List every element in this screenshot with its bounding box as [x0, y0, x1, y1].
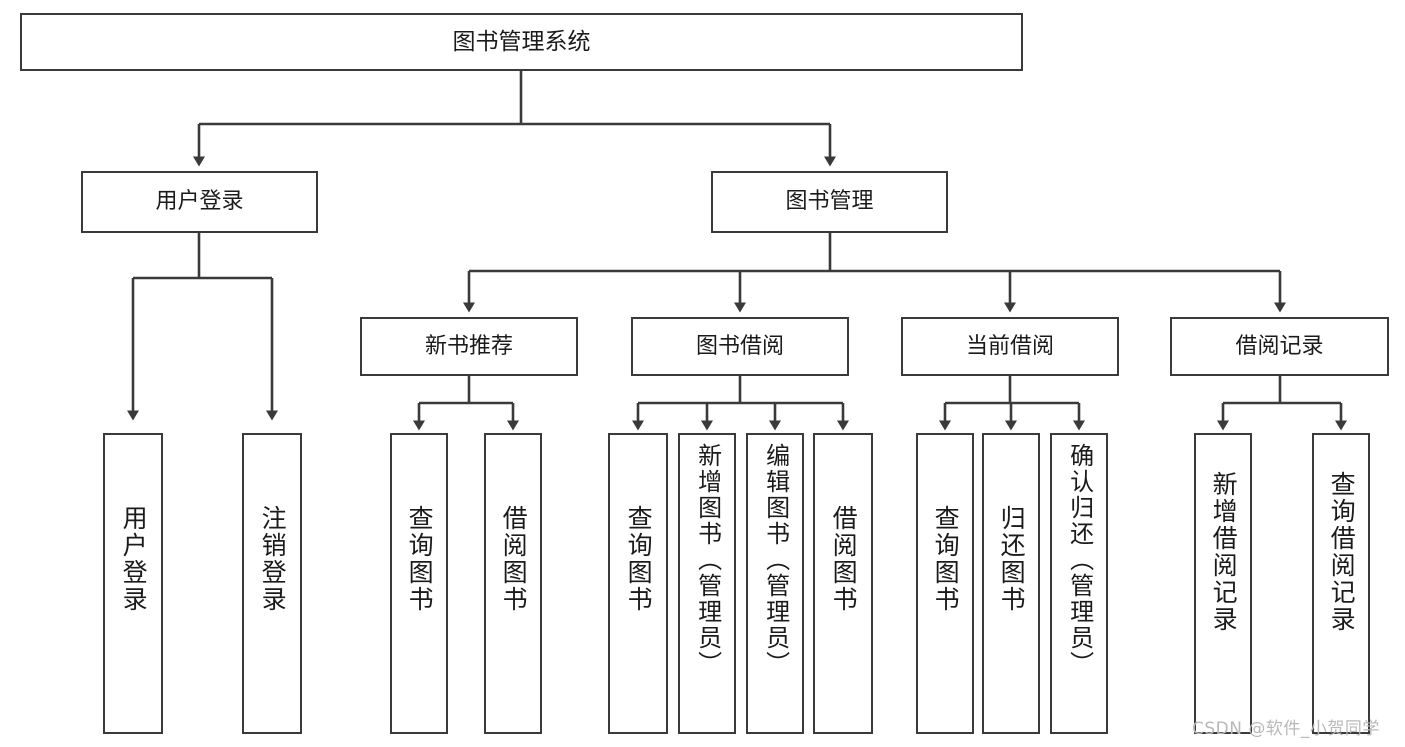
node-label: 图书管理系统 — [452, 28, 591, 55]
node-label: 图书管理 — [785, 189, 874, 215]
leaf-query-book-borrow[interactable]: 查询图书 — [608, 433, 668, 734]
node-label: 归还图书 — [997, 505, 1027, 613]
csdn-watermark: CSDN @软件_小贺同学 — [1192, 719, 1380, 739]
leaf-confirm-return-admin[interactable]: 确认归还（管理员） — [1050, 433, 1108, 734]
node-label: 用户登录 — [119, 505, 149, 613]
node-label: 确认归还（管理员） — [1065, 443, 1094, 677]
node-label: 查询图书 — [931, 505, 961, 613]
node-user-login[interactable]: 用户登录 — [81, 171, 318, 233]
node-label: 新书推荐 — [424, 333, 513, 359]
leaf-borrow-book-recommend[interactable]: 借阅图书 — [484, 433, 542, 734]
node-label: 借阅图书 — [499, 505, 529, 613]
leaf-edit-book-admin[interactable]: 编辑图书（管理员） — [746, 433, 804, 734]
node-new-book-recommend[interactable]: 新书推荐 — [360, 317, 578, 376]
node-label: 新增借阅记录 — [1209, 471, 1239, 633]
node-label: 编辑图书（管理员） — [761, 443, 790, 677]
leaf-user-login[interactable]: 用户登录 — [103, 433, 163, 734]
node-book-borrow[interactable]: 图书借阅 — [631, 317, 849, 376]
node-label: 借阅记录 — [1235, 333, 1324, 359]
leaf-query-book-recommend[interactable]: 查询图书 — [390, 433, 448, 734]
node-label: 查询图书 — [405, 505, 435, 613]
leaf-add-book-admin[interactable]: 新增图书（管理员） — [678, 433, 736, 734]
node-label: 图书借阅 — [695, 333, 784, 359]
node-label: 查询图书 — [624, 505, 654, 613]
leaf-query-book-current[interactable]: 查询图书 — [916, 433, 974, 734]
leaf-return-book[interactable]: 归还图书 — [982, 433, 1040, 734]
node-book-management[interactable]: 图书管理 — [711, 171, 948, 233]
node-label: 查询借阅记录 — [1327, 471, 1357, 633]
node-label: 用户登录 — [155, 189, 244, 215]
leaf-borrow-book[interactable]: 借阅图书 — [813, 433, 873, 734]
node-label: 新增图书（管理员） — [693, 443, 722, 677]
leaf-query-borrow-record[interactable]: 查询借阅记录 — [1312, 433, 1370, 734]
node-label: 注销登录 — [258, 505, 288, 613]
leaf-add-borrow-record[interactable]: 新增借阅记录 — [1194, 433, 1252, 734]
node-root-system[interactable]: 图书管理系统 — [20, 13, 1023, 71]
node-borrow-record[interactable]: 借阅记录 — [1170, 317, 1389, 376]
leaf-logout[interactable]: 注销登录 — [242, 433, 302, 734]
node-label: 当前借阅 — [965, 333, 1054, 359]
node-label: 借阅图书 — [829, 505, 859, 613]
node-current-borrow[interactable]: 当前借阅 — [901, 317, 1119, 376]
